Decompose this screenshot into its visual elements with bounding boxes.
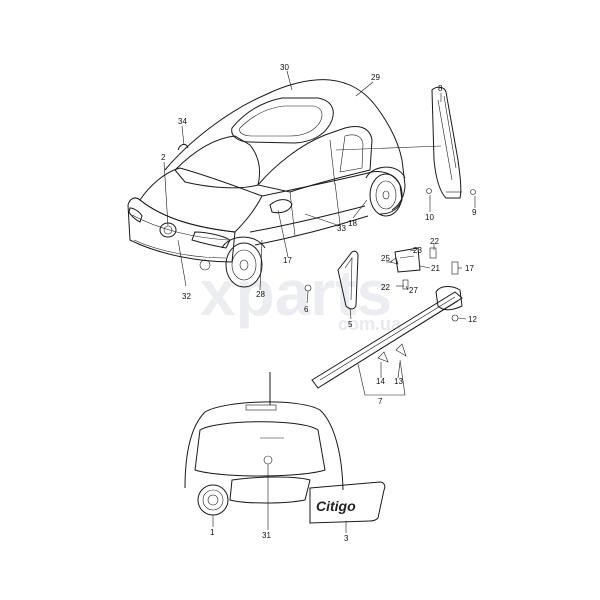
- watermark-main: xparts: [200, 257, 392, 329]
- callout-27: 27: [409, 286, 418, 295]
- pillar-trim: [426, 86, 476, 199]
- callout-6: 6: [304, 305, 309, 314]
- callout-14: 14: [376, 377, 385, 386]
- callout-9: 9: [472, 208, 477, 217]
- callout-22-bottom: 22: [381, 283, 390, 292]
- callout-29: 29: [371, 73, 380, 82]
- callouts: 30 29 8 34 2 10 9 33 18 22 23 25 21 17 1…: [161, 63, 477, 543]
- callout-21: 21: [431, 264, 440, 273]
- callout-8: 8: [438, 84, 443, 93]
- callout-31: 31: [262, 531, 271, 540]
- callout-25: 25: [381, 254, 390, 263]
- badge-text: Citigo: [316, 498, 356, 514]
- callout-10: 10: [425, 213, 434, 222]
- callout-1: 1: [210, 528, 215, 537]
- callout-12: 12: [468, 315, 477, 324]
- sill-trim: [311, 286, 463, 389]
- callout-33: 33: [337, 224, 346, 233]
- bracket-cluster: [304, 247, 459, 363]
- callout-3: 3: [344, 534, 349, 543]
- leader-lines: [163, 70, 476, 533]
- triangle-trim: [337, 250, 359, 310]
- callout-23: 23: [413, 246, 422, 255]
- car-illustration: [127, 79, 406, 288]
- callout-18: 18: [348, 219, 357, 228]
- callout-2: 2: [161, 153, 166, 162]
- callout-17-left: 17: [283, 256, 292, 265]
- watermark-sub: com.ua: [338, 314, 402, 334]
- callout-22-top: 22: [430, 237, 439, 246]
- rear-view: Citigo: [184, 372, 386, 524]
- callout-13: 13: [394, 377, 403, 386]
- watermark: xparts com.ua: [200, 257, 402, 334]
- callout-5: 5: [348, 320, 353, 329]
- callout-28: 28: [256, 290, 265, 299]
- callout-32: 32: [182, 292, 191, 301]
- callout-30: 30: [280, 63, 289, 72]
- callout-17-right: 17: [465, 264, 474, 273]
- callout-34: 34: [178, 117, 187, 126]
- callout-7: 7: [378, 397, 383, 406]
